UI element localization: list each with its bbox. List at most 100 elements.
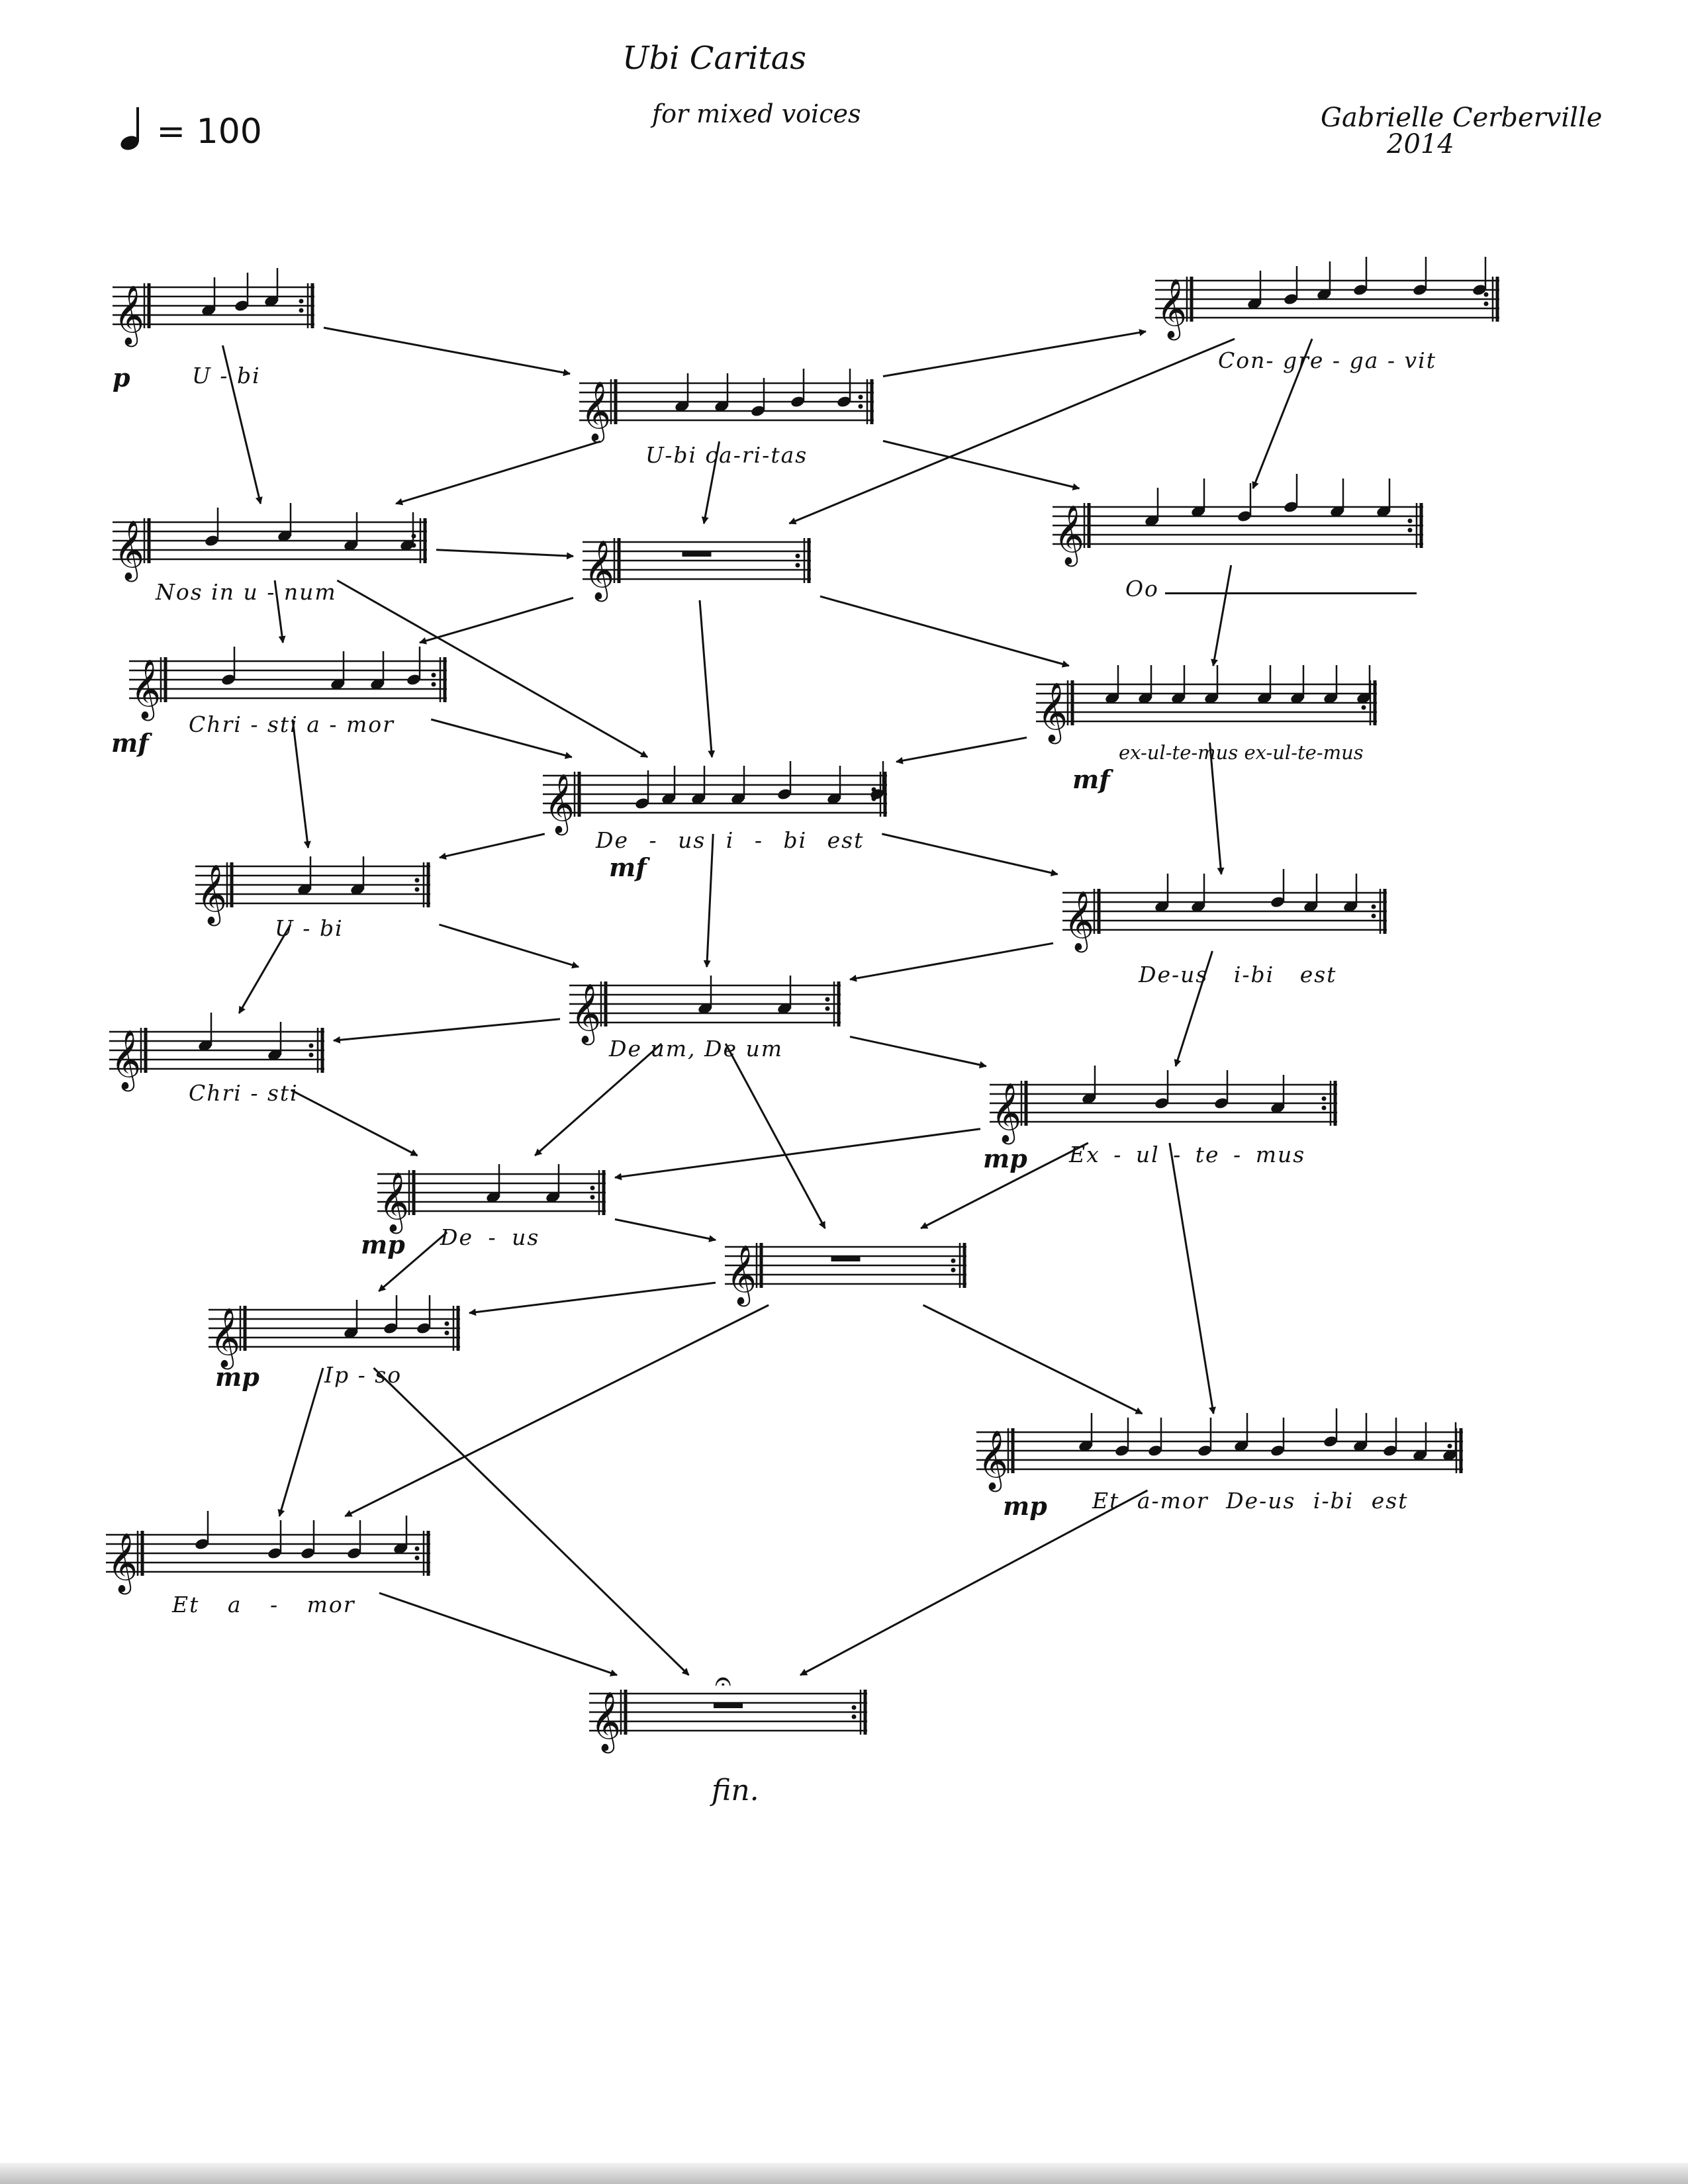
note-head [1344,901,1357,912]
treble-clef-icon: 𝄞 [379,1172,409,1234]
fragment-lyrics: ex-ul-te-mus ex-ul-te-mus [1119,741,1364,764]
treble-clef-icon: 𝄞 [1054,505,1084,567]
treble-clef-icon: 𝄞 [1156,279,1187,341]
treble-clef-icon: 𝄞 [590,1692,621,1754]
note-head [1413,1450,1427,1461]
note-head [698,1003,712,1014]
flow-arrow-f16-f18 [922,1304,1143,1415]
note-head [195,1539,209,1549]
note-head [1413,285,1427,295]
staff-fragment-f1: 𝄞 [113,268,314,347]
staff-fragment-f19: 𝄞 [106,1511,430,1595]
note-head [1324,693,1337,704]
dynamic-marking: mp [361,1230,405,1259]
dynamic-marking: mf [609,852,647,882]
treble-clef-icon: 𝄞 [571,983,601,1046]
note-head [1258,693,1271,704]
note-head [331,679,344,690]
flow-arrow-f9-f10 [438,833,545,860]
treble-clef-icon: 𝄞 [1037,682,1068,745]
flow-arrow-f10-f12 [438,923,580,969]
note-head [662,794,675,804]
note-head [1192,901,1205,912]
staff-fragment-f5: 𝄞 [583,538,811,602]
note-head [715,401,728,412]
flow-arrow-f15-f17 [378,1231,448,1293]
note-head [1079,1441,1092,1451]
treble-clef-icon: 𝄞 [111,1030,141,1092]
note-head [1473,285,1486,295]
flow-arrow-f5-f8 [820,595,1070,668]
flow-arrow-f1-f4 [221,345,263,505]
fragment-lyrics: Oo [1125,576,1159,602]
note-head [384,1323,397,1334]
staff-fragment-f18: 𝄞 [976,1408,1463,1492]
flow-arrow-f7-f9 [430,718,573,759]
note-head [1284,502,1297,512]
tempo-value: = 100 [156,112,262,152]
treble-clef-icon: 𝄞 [197,864,227,927]
note-head [1324,1436,1337,1447]
fragment-lyrics: U - bi [275,915,344,941]
fragment-lyrics: Et a - mor [172,1592,355,1617]
note-head [546,1192,559,1203]
staff-fragment-f3: 𝄞 [1155,257,1499,341]
flow-arrow-f19-f20 [379,1592,618,1676]
tempo-marking: = 100 [119,106,262,152]
note-head [268,1548,281,1559]
note-head [202,305,215,316]
whole-rest-icon [831,1256,861,1261]
flow-arrow-f14-f16 [920,1142,1089,1230]
note-head [1192,506,1205,517]
note-head [278,531,291,541]
staff-fragment-f13: 𝄞 [109,1013,324,1092]
note-head [268,1050,281,1060]
staff-fragment-f4: 𝄞 [113,503,427,582]
staff-fragment-f10: 𝄞 [195,856,430,927]
flow-arrow-f16-f17 [468,1281,716,1316]
staff-fragment-f14: 𝄞 [990,1066,1337,1145]
whole-rest-icon [682,551,712,557]
note-head [1271,1445,1284,1456]
note-head [301,1548,314,1559]
flow-arrow-f9-f12 [703,833,714,968]
dynamic-marking: p [113,363,130,392]
note-head [692,794,705,804]
staff-fragment-f16: 𝄞 [725,1243,966,1307]
note-head [1215,1098,1228,1109]
note-head [791,396,804,407]
treble-clef-icon: 𝄞 [130,659,161,721]
staff-fragment-f20: 𝄞𝄐 [589,1664,867,1754]
flow-arrow-f4-f7 [273,580,286,644]
flow-arrow-f17-f19 [277,1367,324,1518]
flow-arrow-f11-f12 [849,942,1054,982]
note-head [1155,901,1168,912]
note-head [1155,1098,1168,1109]
note-head [344,1328,357,1338]
flow-arrow-f3-f6 [1252,338,1313,490]
note-head [1205,693,1218,704]
note-head [870,789,884,799]
note-head [1354,1441,1367,1451]
flow-arrow-f2-f3 [882,329,1147,378]
flow-arrow-f12-f14 [849,1035,987,1069]
melisma-line [1165,592,1417,594]
flow-arrow-f15-f16 [614,1218,717,1242]
note-head [1271,897,1284,907]
fragment-lyrics: Chri - sti [189,1080,299,1106]
note-head [827,794,841,804]
note-head [400,540,414,551]
note-head [1284,294,1297,304]
fragment-lyrics: U - bi [192,363,261,388]
note-head [778,789,791,799]
dynamic-marking: mf [111,728,149,758]
piece-title: Ubi Caritas [622,40,806,77]
note-head [1149,1445,1162,1456]
treble-clef-icon: 𝄞 [107,1533,138,1595]
note-head [1238,511,1251,522]
note-head [1331,506,1344,517]
quarter-note-icon [120,107,139,150]
note-head [675,401,688,412]
treble-clef-icon: 𝄞 [581,381,611,443]
note-head [1082,1093,1096,1104]
